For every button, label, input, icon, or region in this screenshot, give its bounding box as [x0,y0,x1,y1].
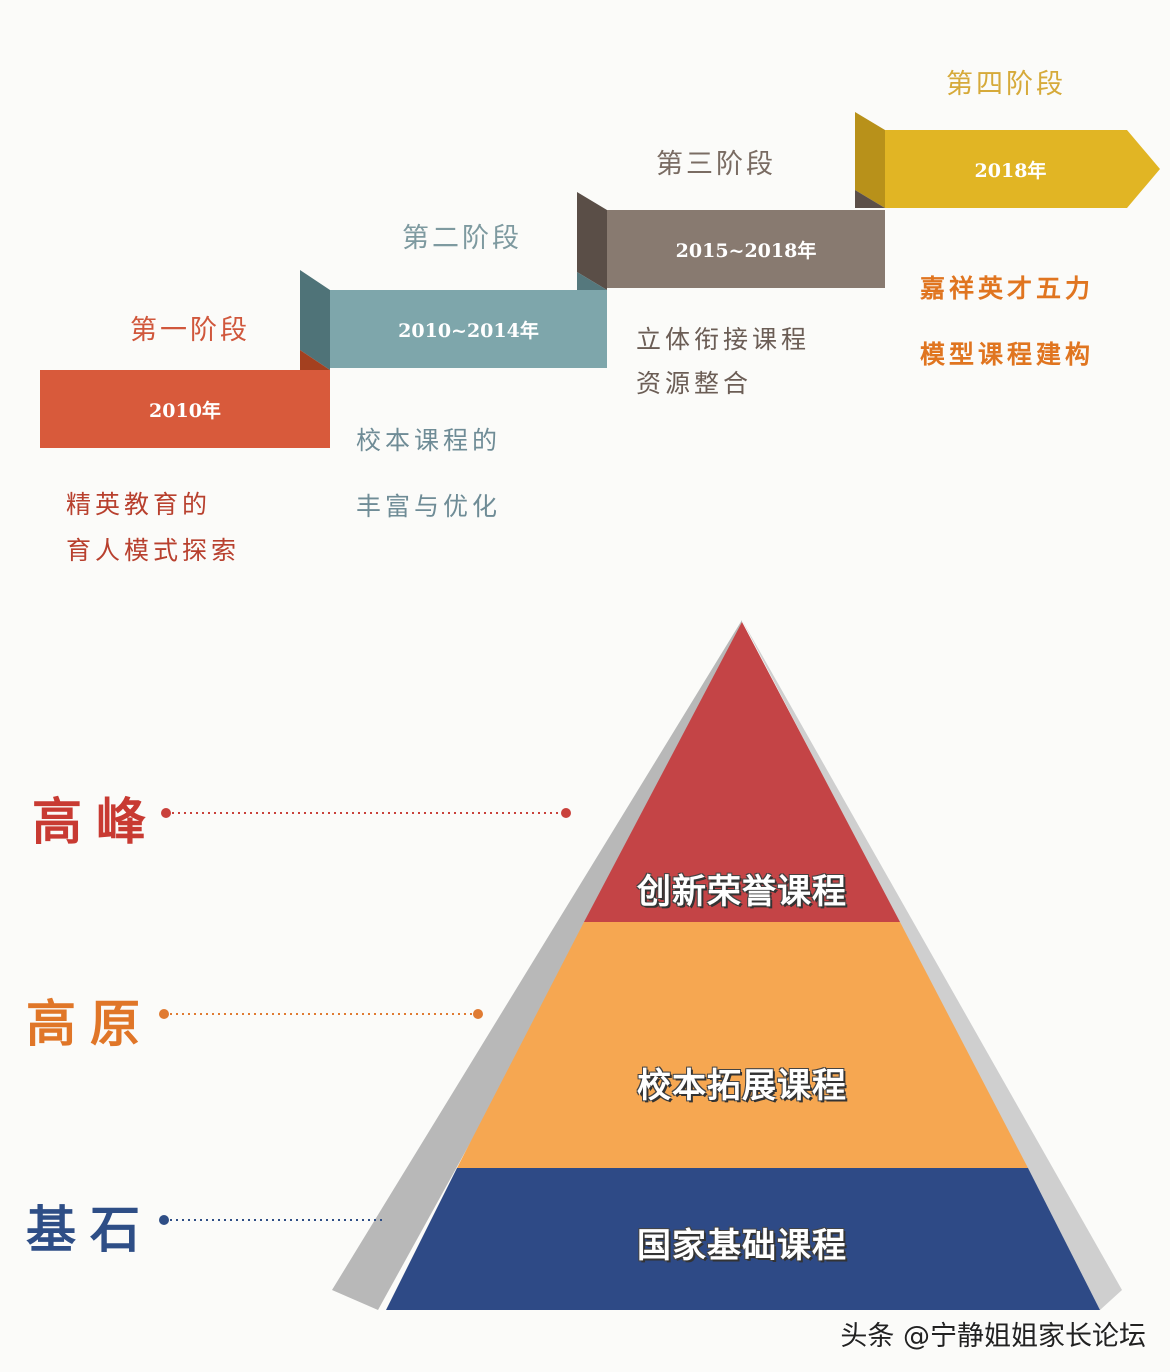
level-label-peak: 高峰 [32,792,160,851]
fold-stage-3 [577,192,607,290]
stage-4-desc: 嘉祥英才五力 模型课程建构 [920,256,1094,388]
stage-3-desc-line-2: 资源整合 [636,369,753,398]
stage-4-title: 第四阶段 [946,69,1066,100]
stage-1-desc-line-1: 精英教育的 [66,490,212,519]
connector-peak-end-dot [561,808,571,818]
level-label-plateau: 高原 [26,994,154,1053]
stage-3-year-bar: 2015~2018年 [607,210,885,288]
fold-stage-2 [300,270,330,370]
stage-2-desc-line-2: 丰富与优化 [356,492,502,521]
stage-1-desc-line-2: 育人模式探索 [66,536,241,565]
fold-shadow-1 [300,350,330,370]
stage-3-desc: 立体衔接课程 资源整合 [636,318,810,406]
stage-1-desc: 精英教育的 育人模式探索 [66,482,240,574]
watermark: 头条 @宁静姐姐家长论坛 [840,1321,1146,1352]
stage-2-desc-line-1: 校本课程的 [356,426,502,455]
stage-3-year: 2015~2018年 [675,239,817,262]
connector-plateau-end-dot [473,1009,483,1019]
connector-base-start-dot [159,1215,169,1225]
stage-4-desc-line-1: 嘉祥英才五力 [920,274,1095,303]
stage-4-year-arrow: 2018年 [885,130,1160,208]
stage-2-year-bar: 2010~2014年 [330,290,607,368]
stage-3-title: 第三阶段 [656,149,776,180]
stage-2-title: 第二阶段 [402,223,522,254]
stage-3-desc-line-1: 立体衔接课程 [636,325,811,354]
layer-label-top: 创新荣誉课程 [637,872,847,912]
layer-top [584,622,900,922]
connector-peak-start-dot [161,808,171,818]
layer-label-bottom: 国家基础课程 [637,1226,847,1266]
connector-plateau-start-dot [159,1009,169,1019]
layer-label-middle: 校本拓展课程 [637,1066,847,1106]
stage-4-desc-line-2: 模型课程建构 [920,340,1095,369]
stage-1-year-bar: 2010年 [40,370,330,448]
step-folds [300,112,885,370]
pyramid-right-shadow [742,620,1122,1310]
stage-2-desc: 校本课程的 丰富与优化 [356,408,501,540]
level-label-base: 基石 [26,1200,154,1259]
fold-stage-4 [855,112,885,208]
stage-4-year: 2018年 [974,159,1047,182]
fold-shadow-2 [577,272,607,290]
layer-middle [457,922,1028,1168]
pyramid-left-shadow [332,620,742,1310]
layer-bottom [386,1168,1100,1310]
stage-1-year: 2010年 [149,399,221,422]
stage-1-title: 第一阶段 [130,315,250,346]
fold-shadow-3 [855,190,885,208]
stage-2-year: 2010~2014年 [398,319,539,342]
